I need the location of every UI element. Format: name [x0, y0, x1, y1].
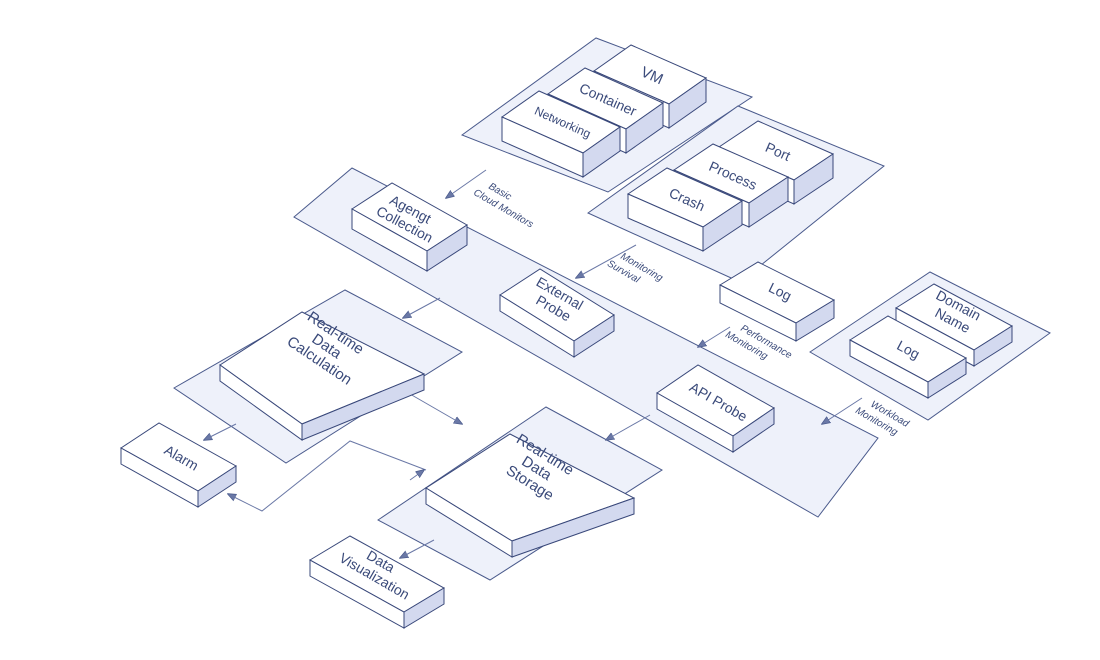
- arrow-log-to-platform: [698, 326, 731, 347]
- arrow-workload-to-platform: [822, 397, 863, 424]
- networking-box[interactable]: Networking: [500, 90, 622, 178]
- log-box-right[interactable]: Log: [849, 315, 967, 399]
- arrow-vis-link: [409, 470, 424, 481]
- log-box-top[interactable]: Log: [718, 261, 836, 342]
- agent-collection-box[interactable]: Agengt Collection: [351, 182, 468, 272]
- api-probe-box[interactable]: API Probe: [656, 364, 775, 453]
- basic-cloud-monitors-caption: Basic Cloud Monitors: [471, 176, 541, 230]
- arrow-platform-to-calc: [403, 297, 441, 318]
- realtime-storage-box[interactable]: Real-time Data Storage: [425, 431, 636, 558]
- arrow-platform-to-storage: [606, 414, 651, 440]
- alarm-box[interactable]: Alarm: [120, 422, 237, 508]
- connectors: [204, 169, 863, 558]
- crash-box[interactable]: Crash: [626, 167, 744, 252]
- arrow-calc-to-alarm: [204, 423, 237, 440]
- arrow-storage-to-alarm: [228, 440, 427, 512]
- data-visualization-box[interactable]: Data Visualization: [308, 535, 446, 629]
- arrow-calc-to-storage: [409, 393, 462, 424]
- arrow-survival-to-platform: [576, 244, 637, 278]
- monitoring-survival-caption: Monitoring Survival: [605, 247, 667, 297]
- arrow-storage-to-visualization: [400, 539, 435, 558]
- arrow-cloud-to-agent: [446, 169, 487, 198]
